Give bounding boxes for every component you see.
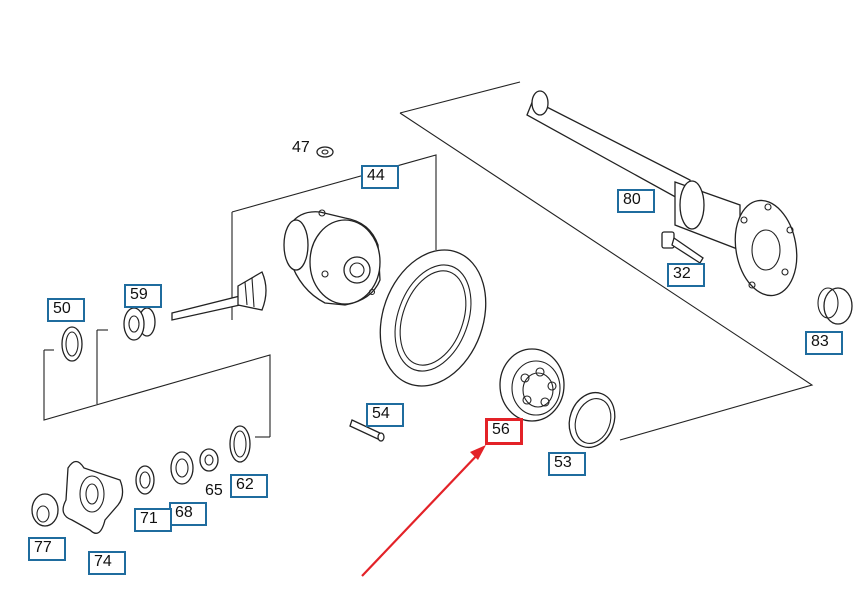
callout-56-selected[interactable]: 56 xyxy=(485,418,523,445)
part-54-pin[interactable] xyxy=(349,419,385,442)
part-32-bolt[interactable] xyxy=(661,231,704,264)
callout-53[interactable]: 53 xyxy=(548,452,586,476)
callout-50[interactable]: 50 xyxy=(47,298,85,322)
callout-32[interactable]: 32 xyxy=(667,263,705,287)
callout-77[interactable]: 77 xyxy=(28,537,66,561)
part-68-bearing[interactable] xyxy=(170,451,194,485)
part-53-seal-ring[interactable] xyxy=(562,386,622,454)
part-47-washer[interactable] xyxy=(316,146,334,158)
callout-74[interactable]: 74 xyxy=(88,551,126,575)
part-77-nut[interactable] xyxy=(31,493,59,527)
part-label-65: 65 xyxy=(205,482,223,499)
callout-83[interactable]: 83 xyxy=(805,331,843,355)
part-80-axle-shaft[interactable] xyxy=(526,90,804,300)
callout-62[interactable]: 62 xyxy=(230,474,268,498)
callout-54[interactable]: 54 xyxy=(366,403,404,427)
part-71-washer[interactable] xyxy=(135,465,155,495)
part-label-47: 47 xyxy=(292,139,310,156)
callout-80[interactable]: 80 xyxy=(617,189,655,213)
part-74-flange[interactable] xyxy=(62,460,124,534)
highlight-arrow xyxy=(361,445,486,577)
part-44-differential-housing[interactable] xyxy=(283,209,381,306)
part-56-bearing[interactable] xyxy=(499,348,565,422)
callout-59[interactable]: 59 xyxy=(124,284,162,308)
pinion-shaft[interactable] xyxy=(171,271,267,321)
ring-gear[interactable] xyxy=(362,235,504,401)
part-65-nut[interactable] xyxy=(199,448,219,472)
part-50-ring[interactable] xyxy=(61,326,83,362)
callout-68[interactable]: 68 xyxy=(169,502,207,526)
callout-44[interactable]: 44 xyxy=(361,165,399,189)
part-59-bearing[interactable] xyxy=(123,307,156,341)
assembly-outline-lines xyxy=(43,81,814,441)
callout-71[interactable]: 71 xyxy=(134,508,172,532)
part-62-seal[interactable] xyxy=(229,425,251,463)
part-83-sleeve[interactable] xyxy=(817,287,853,325)
